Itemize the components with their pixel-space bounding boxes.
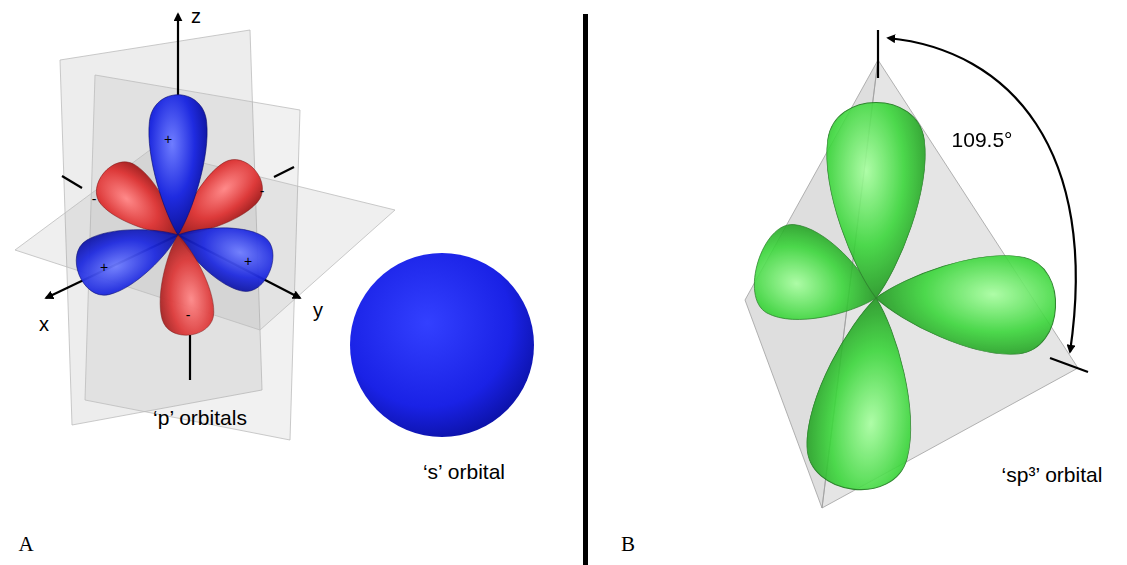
phase-sign: - xyxy=(186,308,191,323)
orbital-caption: ‘sp³’ orbital xyxy=(1002,463,1103,486)
bond-axis xyxy=(877,30,879,78)
panel-letter: A xyxy=(18,533,33,556)
axis-tick xyxy=(274,167,294,177)
bond-axis xyxy=(1050,358,1088,372)
angle-arc xyxy=(888,38,1076,352)
negative-lobe xyxy=(152,232,217,338)
axis-label: z xyxy=(191,5,201,27)
sp3-orbitals xyxy=(744,102,1058,495)
hybrid-lobe xyxy=(873,249,1058,357)
angle-label: 109.5° xyxy=(952,128,1013,151)
hybrid-lobe xyxy=(802,292,927,496)
axis-label: x xyxy=(39,313,49,335)
orbital-caption: ‘p’ orbitals xyxy=(153,406,247,429)
phase-sign: + xyxy=(100,260,108,275)
axes xyxy=(46,14,300,380)
hybrid-lobe xyxy=(827,102,925,298)
orbital-caption: ‘s’ orbital xyxy=(423,460,505,483)
angle-marks xyxy=(878,30,1088,372)
s-orbital-sphere xyxy=(350,253,534,437)
panel-letter: B xyxy=(621,533,635,556)
phase-sign: - xyxy=(260,184,265,199)
phase-sign: - xyxy=(92,192,97,207)
axis-tick xyxy=(62,176,82,188)
panel-divider xyxy=(583,14,588,565)
phase-sign: + xyxy=(164,132,172,147)
positive-lobe xyxy=(149,95,207,235)
p-orbitals xyxy=(68,95,281,338)
phase-sign: + xyxy=(244,254,252,269)
axis-planes xyxy=(15,30,395,440)
tetrahedron xyxy=(745,60,1078,508)
axis-label: y xyxy=(313,299,323,321)
axis-tick xyxy=(189,335,191,380)
